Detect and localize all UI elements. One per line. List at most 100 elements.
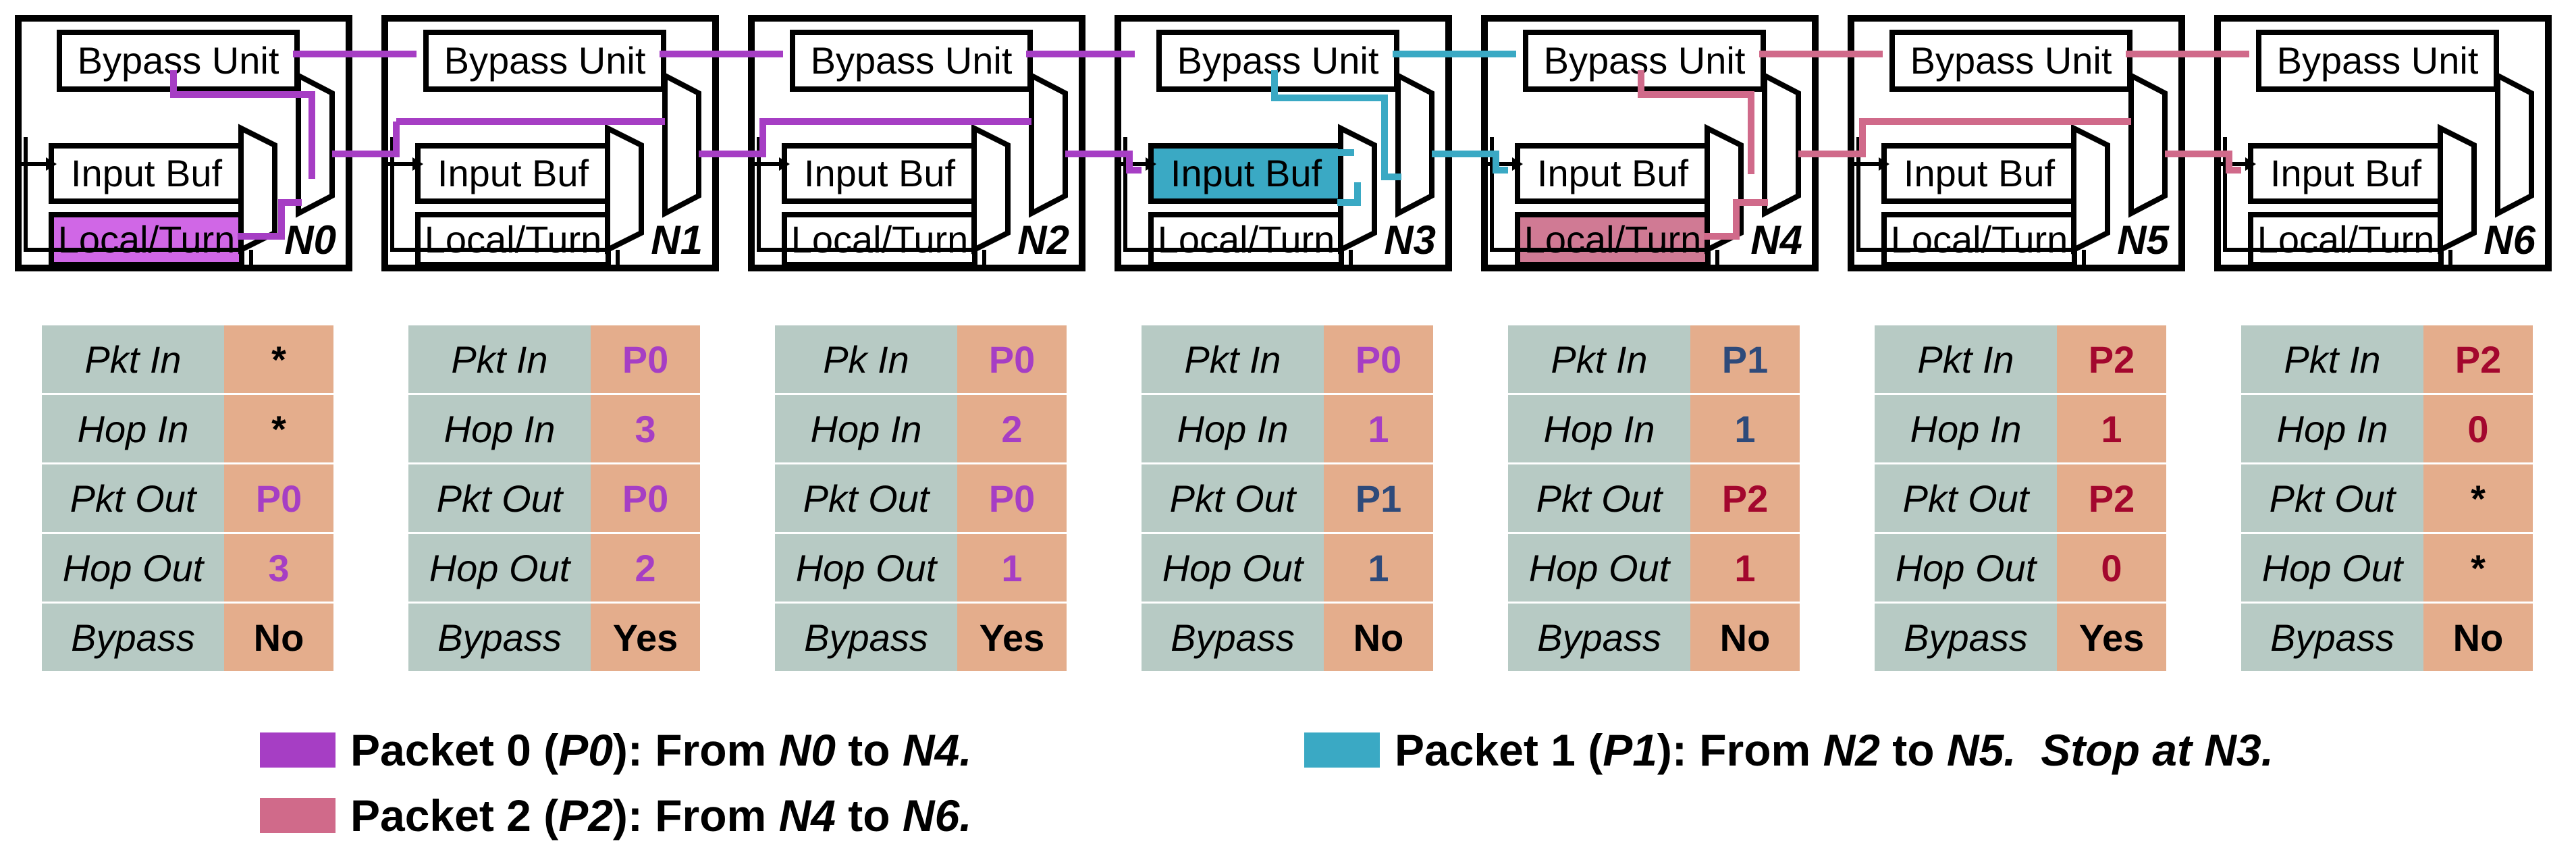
input-buffer: Input Buf [1881, 143, 2077, 204]
row-label: Pkt In [1142, 325, 1324, 393]
table-row: Hop In* [42, 395, 333, 462]
row-label: Hop In [1508, 395, 1690, 462]
legend-p0-text: Packet 0 (P0): From N0 to N4. [350, 725, 972, 775]
row-value: 2 [957, 395, 1067, 462]
row-label: Hop Out [42, 534, 224, 602]
row-label: Pkt In [42, 325, 224, 393]
row-value: 0 [2423, 395, 2533, 462]
row-label: Bypass [1142, 604, 1324, 671]
router-chain-diagram: Bypass Unit Input Buf Local/Turn N0 Bypa… [0, 0, 2576, 290]
port-mux [2438, 124, 2477, 255]
wiring-overlay [16, 51, 2534, 270]
row-value: 1 [1324, 534, 1433, 602]
port-mux [2071, 124, 2110, 255]
local-rail [1490, 137, 1707, 252]
input-buffer: Input Buf [415, 143, 611, 204]
row-label: Pkt Out [2241, 464, 2423, 532]
input-buffer: Input Buf [782, 143, 977, 204]
row-value: P1 [1690, 325, 1800, 393]
legend-p1: Packet 1 (P1): From N2 to N5. Stop at N3… [1304, 724, 2274, 776]
local-rail [2223, 137, 2440, 252]
p2-wire [1704, 199, 1768, 240]
row-value: 1 [1690, 395, 1800, 462]
row-value: P0 [1324, 325, 1433, 393]
local-turn-unit: Local/Turn [415, 212, 611, 267]
row-label: Pkt Out [408, 464, 591, 532]
row-label: Hop In [2241, 395, 2423, 462]
row-value: 2 [591, 534, 700, 602]
row-value: Yes [2057, 604, 2166, 671]
row-value: P0 [591, 325, 700, 393]
p2-wire [1854, 118, 2131, 157]
row-value: No [224, 604, 333, 671]
row-value: P0 [224, 464, 333, 532]
p1-color-swatch [1304, 732, 1380, 768]
bypass-unit: Bypass Unit [790, 30, 1033, 92]
row-label: Hop Out [1142, 534, 1324, 602]
row-value: 1 [2057, 395, 2166, 462]
row-label: Pkt In [1508, 325, 1690, 393]
row-value: P2 [2057, 464, 2166, 532]
output-mux [1029, 71, 1068, 218]
p0-color-swatch [260, 732, 336, 768]
legend-p2: Packet 2 (P2): From N4 to N6. [260, 790, 972, 841]
table-row: Hop Out* [2241, 534, 2533, 602]
legend-p0: Packet 0 (P0): From N0 to N4. [260, 724, 972, 776]
p0-wire [170, 70, 315, 179]
p2-wire [2165, 151, 2241, 174]
local-rail [1123, 137, 1340, 252]
node-label: N4 [1750, 217, 1802, 263]
row-value: Yes [957, 604, 1067, 671]
row-value: * [2423, 464, 2533, 532]
p0-wire [755, 118, 1031, 157]
p1-wire [1432, 151, 1508, 174]
row-value: P0 [957, 464, 1067, 532]
row-value: 1 [957, 534, 1067, 602]
p2-wire [1638, 70, 1754, 174]
arrow-head-icon [779, 157, 790, 171]
node-label: N0 [284, 217, 336, 263]
output-mux [1762, 71, 1801, 218]
row-label: Hop In [1875, 395, 2057, 462]
output-mux [2495, 71, 2534, 218]
legend-p1-text: Packet 1 (P1): From N2 to N5. Stop at N3… [1395, 725, 2274, 775]
port-mux [605, 124, 644, 255]
row-label: Hop In [408, 395, 591, 462]
local-turn-unit: Local/Turn [49, 212, 244, 267]
output-mux [2128, 71, 2168, 218]
local-rail [757, 137, 973, 252]
row-value: * [224, 395, 333, 462]
row-label: Pkt Out [1875, 464, 2057, 532]
p1-wire [1337, 182, 1361, 206]
table-row: Pkt In* [42, 325, 333, 393]
row-value: * [2423, 534, 2533, 602]
arrow-head-icon [412, 157, 423, 171]
arrow-head-icon [46, 157, 57, 171]
local-rail [24, 137, 240, 252]
node-label: N2 [1017, 217, 1069, 263]
arrow-head-icon [1879, 157, 1889, 171]
local-turn-unit: Local/Turn [782, 212, 977, 267]
row-label: Hop Out [775, 534, 957, 602]
legend-p2-text: Packet 2 (P2): From N4 to N6. [350, 791, 972, 840]
row-value: P2 [2057, 325, 2166, 393]
local-turn-unit: Local/Turn [2248, 212, 2444, 267]
